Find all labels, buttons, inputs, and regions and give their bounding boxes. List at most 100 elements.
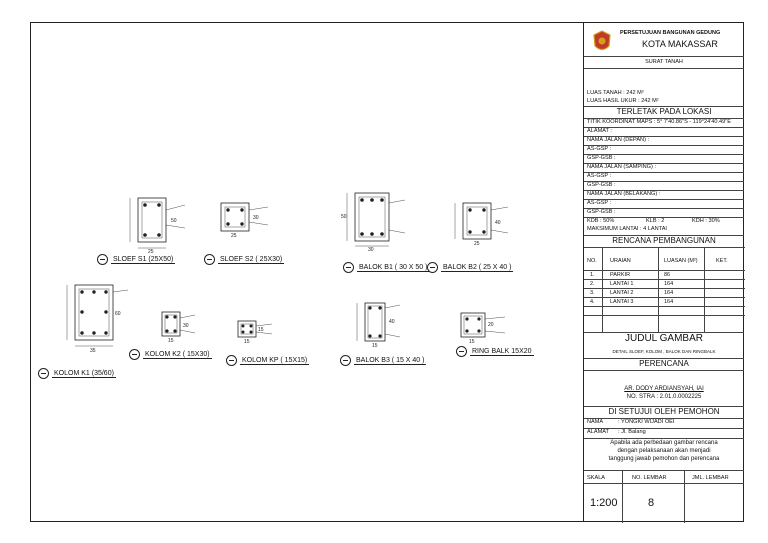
section-marker-icon [456,346,467,357]
setuju-heading: DI SETUJUI OLEH PEMOHON [584,406,744,418]
gsp-gsb-3: GSP-GSB : [584,208,744,217]
gsp-gsb-2: GSP-GSB : [584,181,744,190]
section-marker-icon [97,254,108,265]
lokasi-heading: TERLETAK PADA LOKASI [584,106,744,118]
section-kolom-k1 [66,284,129,347]
caption-kolom-k2: KOLOM K2 ( 15X30) [129,349,212,360]
dim-s2-w: 25 [231,233,237,239]
gsp-gsb-1: GSP-GSB : [584,154,744,163]
section-marker-icon [226,355,237,366]
skala-value: 1:200 [590,497,618,509]
dim-b2-h: 40 [495,220,501,226]
table-cell: 2. [590,281,595,287]
dim-b3-h: 40 [389,319,395,325]
table-cell: PARKIR [610,272,631,278]
section-balok-b3 [356,302,401,342]
table-cell: 4. [590,299,595,305]
kdb-klb-kdh: KDB : 50% KLB : 2 KDH : 30% [584,217,744,226]
caption-sloef-s1: SLOEF S1 (25X50) [97,254,176,265]
dim-k1-w: 35 [90,348,96,354]
table-cell: LANTAI 3 [610,299,634,305]
section-marker-icon [129,349,140,360]
jalan-samping: NAMA JALAN (SAMPING) : [584,163,744,172]
section-marker-icon [38,368,49,379]
blank-row [584,68,744,89]
perencana-name: AR. DODY ARDIANSYAH, IAI [624,386,704,392]
perencana-box: AR. DODY ARDIANSYAH, IAI NO. STRA : 2.01… [584,370,744,407]
dim-s1-w: 25 [148,249,154,255]
dim-s2-h: 30 [253,215,259,221]
skala-section: SKALA NO. LEMBAR JML. LEMBAR 1:200 8 [584,470,744,523]
caption-sloef-s2: SLOEF S2 ( 25X30) [204,254,285,265]
disclaimer-note: Apabila ada perbedaan gambar rencana den… [584,438,744,469]
jalan-belakang: NAMA JALAN (BELAKANG) : [584,190,744,199]
surat-tanah-heading: SURAT TANAH [584,56,744,70]
section-marker-icon [427,262,438,273]
table-cell: LANTAI 1 [610,281,634,287]
section-marker-icon [340,355,351,366]
caption-balok-b1: BALOK B1 ( 30 X 50 ) [343,262,430,273]
pemohon-alamat: ALAMAT : Jl. Balang [584,428,744,438]
rencana-table: NO. URAIAN LUASAN (M²) KET. 1. PARKIR 86… [584,247,745,333]
dim-b1-h: 50 [341,214,347,220]
title-block: PERSETUJUAN BANGUNAN GEDUNG KOTA MAKASSA… [583,22,745,523]
luas-tanah: LUAS TANAH : 242 M² [587,90,644,96]
table-header: URAIAN [610,258,631,264]
dim-k2-h: 30 [183,323,189,329]
table-cell: 1. [590,272,595,278]
as-gsp-2: AS-GSP : [584,172,744,181]
lembar-value: 8 [648,497,655,509]
section-balok-b2 [454,202,509,240]
as-gsp-3: AS-GSP : [584,199,744,208]
koordinat: TITIK KOORDINAT MAPS : 5° 7'40.86"S - 11… [584,118,744,127]
table-header: KET. [716,258,728,264]
dim-b2-w: 25 [474,241,480,247]
lembar-label: NO. LEMBAR [632,475,667,481]
rencana-heading: RENCANA PEMBANGUNAN [584,235,744,247]
section-marker-icon [343,262,354,273]
table-cell: 86 [664,272,671,278]
jalan-depan: NAMA JALAN (DEPAN) : [584,136,744,145]
section-sloef-s2 [220,202,269,232]
dim-b3-w: 15 [372,343,378,349]
dim-rb-w: 15 [469,339,475,345]
judul-heading: JUDUL GAMBAR [584,332,744,346]
dim-k1-h: 60 [115,311,121,317]
dim-s1-h: 50 [171,218,177,224]
city-emblem-icon [593,30,611,51]
section-balok-b1 [346,192,406,247]
section-sloef-s1 [129,197,186,249]
judul-detail: DETAIL SLOEF, KOLOM , BALOK DAN RINGBALK [612,349,716,354]
table-header: NO. [587,258,597,264]
dim-kp-w: 15 [244,339,250,345]
drawing-frame [30,22,744,522]
perencana-stra: NO. STRA : 2.01.0.0002225 [626,394,702,400]
table-cell: LANTAI 2 [610,290,634,296]
approval-title: PERSETUJUAN BANGUNAN GEDUNG [620,30,721,36]
section-ring-balk [460,312,506,338]
section-kolom-k2 [161,311,196,337]
city-name: KOTA MAKASSAR [642,39,718,49]
dim-b1-w: 30 [368,247,374,253]
alamat-row: ALAMAT : [584,127,744,136]
skala-label: SKALA [587,475,606,481]
pemohon-nama: NAMA : YONGKI WIJADI OEI [584,418,744,428]
caption-balok-b3: BALOK B3 ( 15 X 40 ) [340,355,427,366]
table-cell: 164 [664,290,674,296]
luas-hasil-ukur: LUAS HASIL UKUR : 242 M² [587,98,659,104]
dim-k2-w: 15 [168,338,174,344]
caption-kolom-k1: KOLOM K1 (35/60) [38,368,116,379]
caption-balok-b2: BALOK B2 ( 25 X 40 ) [427,262,514,273]
dim-kp-h: 15 [258,327,264,333]
perencana-heading: PERENCANA [584,358,744,370]
section-marker-icon [204,254,215,265]
table-cell: 164 [664,299,674,305]
max-lantai: MAKSIMUM LANTAI : 4 LANTAI [587,226,667,232]
table-cell: 3. [590,290,595,296]
section-kolom-kp [237,320,273,338]
table-cell: 164 [664,281,674,287]
jml-label: JML. LEMBAR [692,475,729,481]
caption-kolom-kp: KOLOM KP ( 15X15) [226,355,310,366]
